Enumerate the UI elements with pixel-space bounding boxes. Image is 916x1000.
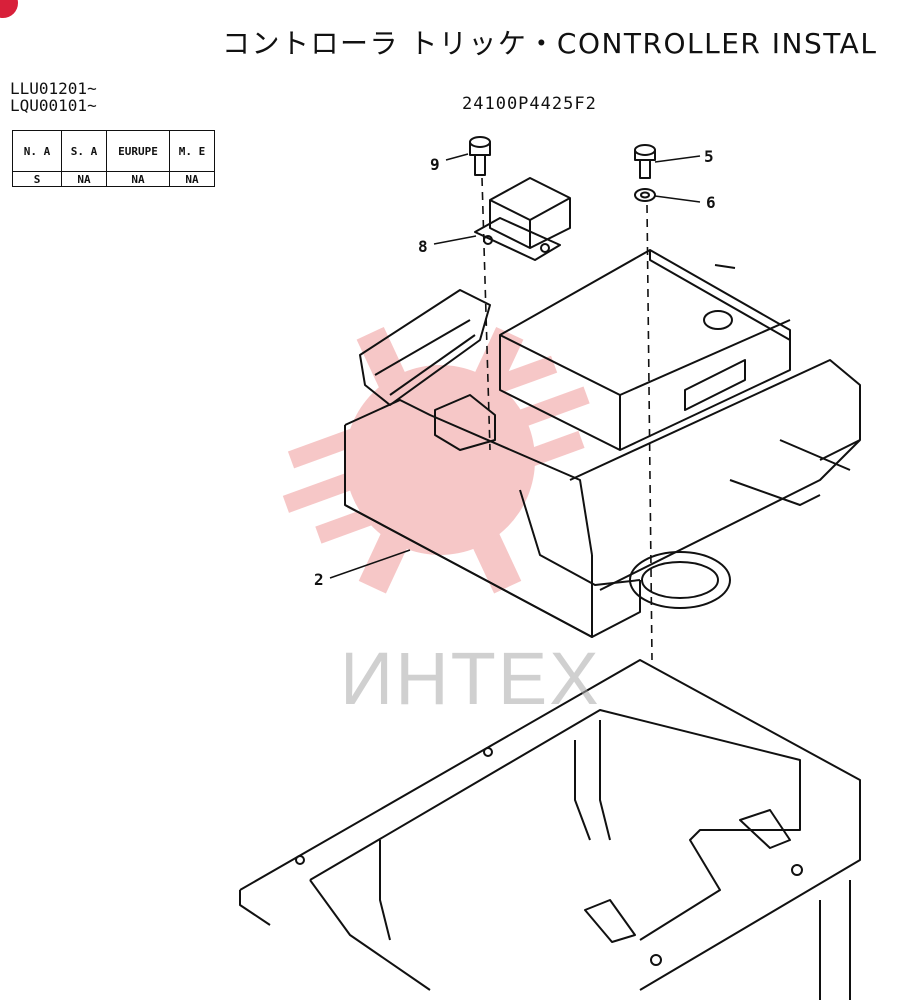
- serial-line-2: LQU00101~: [10, 96, 97, 115]
- leader-line-5: [654, 155, 701, 163]
- part-number: 24100P4425F2: [462, 94, 597, 114]
- harness-connectors: [359, 289, 496, 451]
- washer-part-6: [634, 188, 656, 202]
- alignment-lines: [481, 177, 653, 661]
- callout-6: 6: [706, 193, 716, 212]
- controller-bracket: [344, 359, 861, 638]
- region-header: M. E: [169, 130, 215, 172]
- floor-frame: [239, 551, 861, 1000]
- callout-5: 5: [704, 147, 714, 166]
- bolt-part-5: [634, 144, 656, 179]
- bolt-part-9: [469, 136, 491, 176]
- corner-badge-icon: [0, 0, 18, 18]
- region-header: EURUPE: [106, 130, 170, 172]
- region-value: NA: [106, 171, 170, 187]
- relay-part-8: [474, 177, 571, 261]
- controller-unit: [499, 249, 791, 451]
- page-title: コントローラ トリッケ・CONTROLLER INSTAL: [222, 27, 878, 60]
- leader-line-9: [445, 153, 469, 161]
- leader-line-8: [433, 235, 477, 245]
- region-value: NA: [61, 171, 107, 187]
- region-value: S: [12, 171, 62, 187]
- callout-2: 2: [314, 570, 324, 589]
- callout-9: 9: [430, 155, 440, 174]
- callout-8: 8: [418, 237, 428, 256]
- watermark-text: ИНТЕХ: [340, 637, 601, 720]
- leader-line-6: [654, 195, 701, 203]
- region-table: N. A S. A EURUPE M. E S NA NA NA: [12, 130, 215, 187]
- watermark-emblem: [282, 326, 590, 594]
- region-value: NA: [169, 171, 215, 187]
- serial-range: LLU01201~ LQU00101~: [10, 80, 97, 114]
- serial-line-1: LLU01201~: [10, 79, 97, 98]
- leader-line-2: [329, 549, 411, 579]
